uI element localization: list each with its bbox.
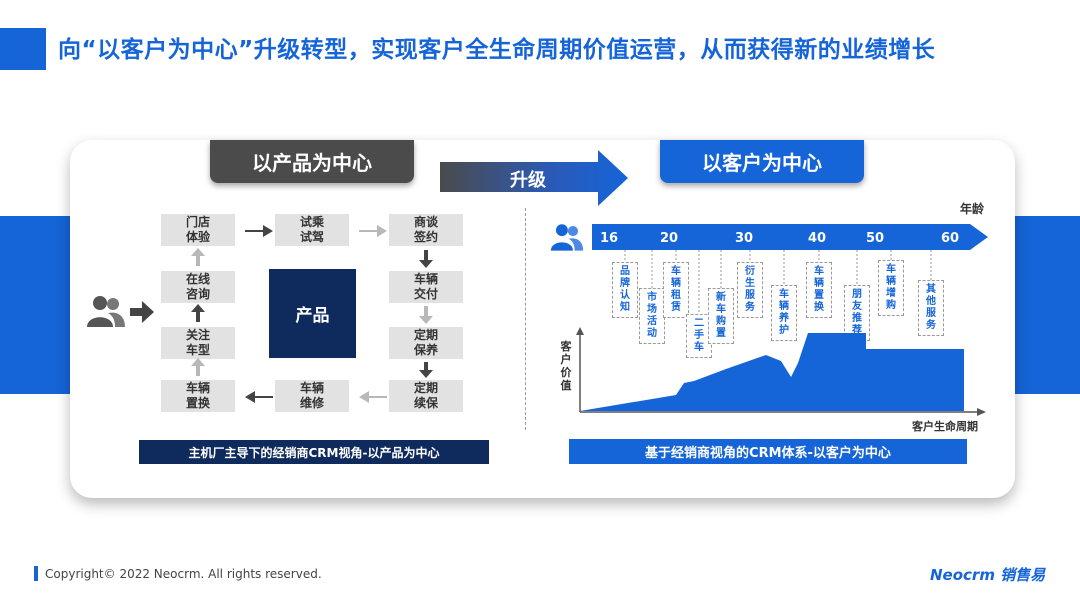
age-tick: 60 bbox=[941, 231, 960, 246]
service-car-care: 车 辆 养 护 bbox=[771, 285, 797, 341]
service-connectors bbox=[624, 250, 932, 314]
age-tick: 30 bbox=[735, 231, 754, 246]
step-maintenance: 定期 保养 bbox=[389, 327, 463, 359]
page-title: 向“以客户为中心”升级转型，实现客户全生命周期价值运营，从而获得新的业绩增长 bbox=[58, 37, 936, 63]
step-follow-model: 关注 车型 bbox=[161, 327, 235, 359]
service-derivative: 衍 生 服 务 bbox=[737, 262, 763, 318]
flow-arrows bbox=[191, 225, 433, 403]
age-tick: 20 bbox=[660, 231, 679, 246]
customers-icon bbox=[550, 224, 584, 251]
product-center-box: 产品 bbox=[269, 269, 356, 358]
customer-centric-header: 以客户为中心 bbox=[660, 140, 864, 183]
step-trade-in: 车辆 置换 bbox=[161, 380, 235, 412]
step-test-drive: 试乘 试驾 bbox=[275, 214, 349, 246]
service-marketing-event: 市 场 活 动 bbox=[639, 288, 665, 344]
step-insurance-renewal: 定期 续保 bbox=[389, 380, 463, 412]
customers-icon bbox=[87, 296, 125, 327]
panel-divider bbox=[525, 208, 526, 430]
service-new-car-purchase: 新 车 购 置 bbox=[708, 288, 734, 344]
service-other: 其 他 服 务 bbox=[918, 280, 944, 336]
upgrade-arrow-icon bbox=[440, 150, 628, 206]
age-axis-label: 年龄 bbox=[960, 202, 985, 216]
x-axis-label: 客户生命周期 bbox=[912, 420, 978, 433]
left-caption: 主机厂主导下的经销商CRM视角-以产品为中心 bbox=[139, 440, 489, 464]
footer-accent-bar bbox=[34, 566, 38, 581]
step-store-visit: 门店 体验 bbox=[161, 214, 235, 246]
right-caption: 基于经销商视角的CRM体系-以客户为中心 bbox=[569, 439, 967, 464]
service-car-rental: 车 辆 租 赁 bbox=[663, 262, 689, 318]
age-timeline-arrow bbox=[592, 224, 988, 250]
arrow-right-icon bbox=[130, 301, 154, 323]
upgrade-label: 升级 bbox=[510, 170, 546, 191]
product-centric-header: 以产品为中心 bbox=[210, 140, 414, 183]
service-car-replacement: 车 辆 置 换 bbox=[806, 262, 832, 318]
service-additional-purchase: 车 辆 增 购 bbox=[878, 260, 904, 316]
copyright-text: Copyright© 2022 Neocrm. All rights reser… bbox=[45, 567, 322, 581]
service-brand-awareness: 品 牌 认 知 bbox=[612, 262, 638, 318]
service-used-car: 二 手 车 bbox=[686, 314, 712, 358]
customer-value-curve bbox=[576, 327, 986, 416]
brand-logo: Neocrm 销售易 bbox=[930, 566, 1046, 584]
step-delivery: 车辆 交付 bbox=[389, 271, 463, 303]
age-tick: 50 bbox=[866, 231, 885, 246]
service-referral: 朋 友 推 荐 bbox=[844, 285, 870, 341]
step-repair: 车辆 维修 bbox=[275, 380, 349, 412]
title-accent-bar bbox=[0, 28, 46, 70]
step-online-consult: 在线 咨询 bbox=[161, 271, 235, 303]
age-tick: 16 bbox=[600, 231, 619, 246]
age-tick: 40 bbox=[808, 231, 827, 246]
y-axis-label: 客 户 价 值 bbox=[560, 340, 572, 392]
step-negotiation: 商谈 签约 bbox=[389, 214, 463, 246]
left-accent-band bbox=[0, 216, 80, 394]
